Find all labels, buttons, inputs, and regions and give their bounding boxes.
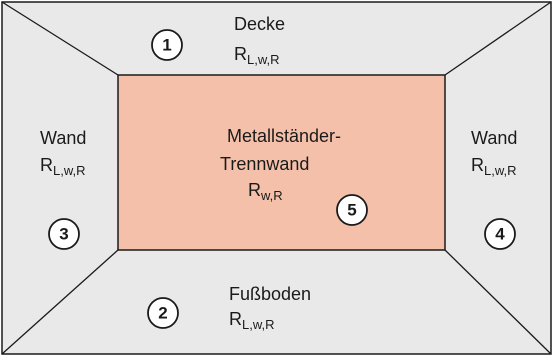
ceiling-rating-subscript: L,w,R: [247, 52, 280, 67]
partition-label-line2: Trennwand: [220, 154, 309, 174]
right-wall-rating: RL,w,R: [471, 155, 517, 178]
ceiling-rating-symbol: R: [234, 44, 247, 64]
floor-rating: RL,w,R: [229, 309, 275, 332]
corner-line-top-right: [444, 1, 552, 76]
corner-line-bottom-left: [1, 249, 119, 355]
floor-number-badge: 2: [147, 297, 179, 329]
partition-rating-subscript: w,R: [260, 188, 283, 203]
left-wall-number-badge: 3: [48, 218, 80, 250]
partition-number-badge: 5: [336, 194, 368, 226]
right-wall-rating-symbol: R: [471, 155, 484, 175]
right-wall-rating-subscript: L,w,R: [484, 163, 517, 178]
ceiling-number: 1: [162, 36, 171, 55]
left-wall-number: 3: [59, 225, 68, 244]
corner-line-bottom-right: [444, 249, 552, 355]
corner-line-top-left: [1, 1, 119, 76]
ceiling-label: Decke: [234, 14, 285, 34]
partition-label-line1: Metallständer-: [227, 126, 341, 146]
floor-rating-symbol: R: [229, 309, 242, 329]
left-wall-rating-symbol: R: [40, 155, 53, 175]
partition-rating: Rw,R: [248, 180, 283, 203]
ceiling-rating: RL,w,R: [234, 44, 280, 67]
floor-number: 2: [158, 304, 167, 323]
left-wall-label: Wand: [40, 128, 86, 148]
left-wall-rating-subscript: L,w,R: [53, 163, 86, 178]
right-wall-number: 4: [495, 225, 505, 244]
partition-rating-symbol: R: [248, 180, 261, 200]
left-wall-rating: RL,w,R: [40, 155, 86, 178]
floor-label: Fußboden: [229, 284, 311, 304]
partition-wall: [117, 74, 446, 251]
floor-rating-subscript: L,w,R: [242, 317, 275, 332]
ceiling-number-badge: 1: [151, 29, 183, 61]
right-wall-number-badge: 4: [484, 218, 516, 250]
right-wall-label: Wand: [471, 128, 517, 148]
partition-number: 5: [347, 201, 356, 220]
